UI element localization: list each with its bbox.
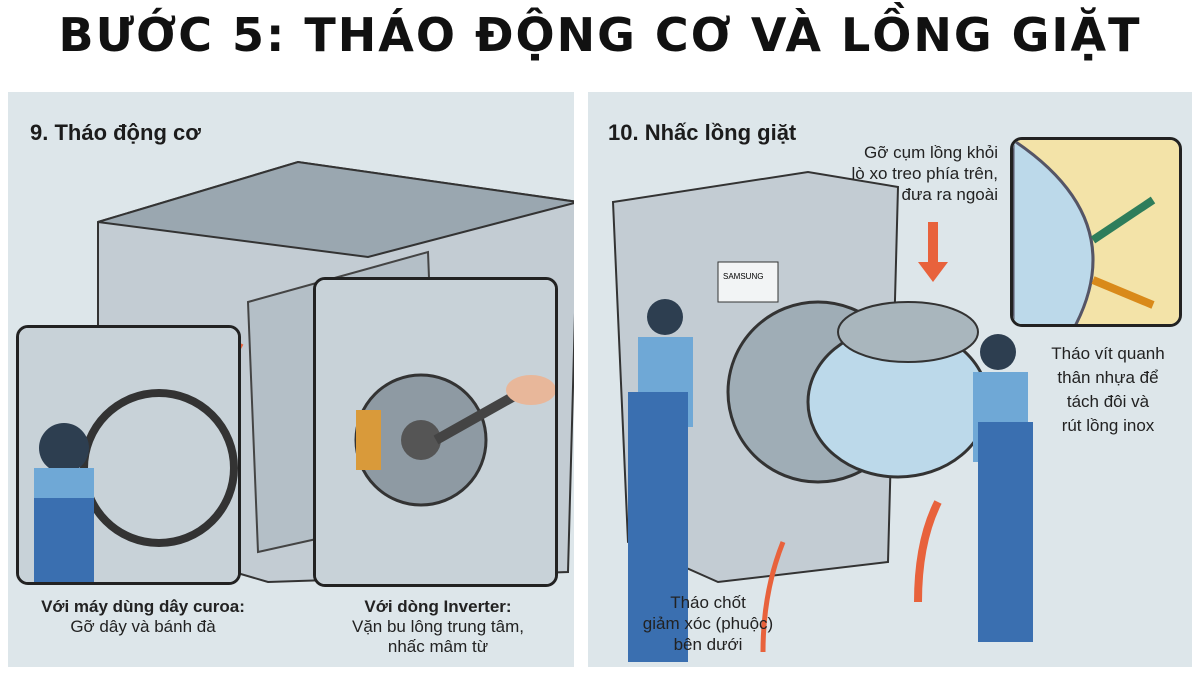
note-line: bên dưới [673, 635, 743, 654]
belt-caption-bold: Với máy dùng dây curoa: [41, 597, 245, 616]
drum-removal-illustration: SAMSUNG [611, 170, 1033, 662]
note-line: thân nhựa để [1057, 368, 1159, 387]
arrow-icon [760, 541, 786, 653]
page-title: Bước 5: Tháo động cơ và lồng giặt [58, 8, 1142, 62]
step-10-heading: 10. Nhấc lồng giặt [608, 120, 797, 145]
belt-inset [16, 325, 241, 585]
note-top: Gỡ cụm lồng khỏi lò xo treo phía trên, đ… [808, 142, 998, 205]
note-line: đưa ra ngoài [901, 185, 998, 204]
note-line: tách đôi và [1066, 392, 1150, 411]
note-line: Tháo vít quanh [1051, 344, 1165, 363]
screw-inset [1010, 137, 1182, 327]
arrow-up-icon [918, 222, 948, 282]
note-bottom: Tháo chốt giảm xóc (phuộc) bên dưới [608, 592, 808, 655]
step-9-panel: 9. Tháo động cơ Với máy dùng dây curoa: … [8, 92, 574, 667]
note-line: lò xo treo phía trên, [851, 164, 998, 183]
note-line: giảm xóc (phuộc) [642, 614, 774, 633]
note-right: Tháo vít quanh thân nhựa để tách đôi và … [1028, 342, 1188, 438]
step-9-heading: 9. Tháo động cơ [30, 120, 201, 145]
inverter-caption-line2: nhấc mâm từ [387, 637, 489, 656]
arrow-icon [914, 500, 942, 603]
note-line: Gỡ cụm lồng khỏi [864, 143, 998, 162]
brand-label: SAMSUNG [723, 272, 763, 281]
belt-caption: Với máy dùng dây curoa: Gỡ dây và bánh đ… [8, 597, 278, 637]
inverter-caption-line1: Vặn bu lông trung tâm, [351, 617, 524, 636]
inverter-inset [313, 277, 558, 587]
inverter-caption-bold: Với dòng Inverter: [364, 597, 512, 616]
inverter-caption: Với dòng Inverter: Vặn bu lông trung tâm… [308, 597, 568, 657]
step-10-panel: SAMSUNG 10. Nhấc lồng giặt Gỡ cụm lồng k… [588, 92, 1192, 667]
belt-caption-text: Gỡ dây và bánh đà [70, 617, 216, 636]
note-line: Tháo chốt [670, 593, 746, 612]
note-line: rút lồng inox [1061, 416, 1155, 435]
